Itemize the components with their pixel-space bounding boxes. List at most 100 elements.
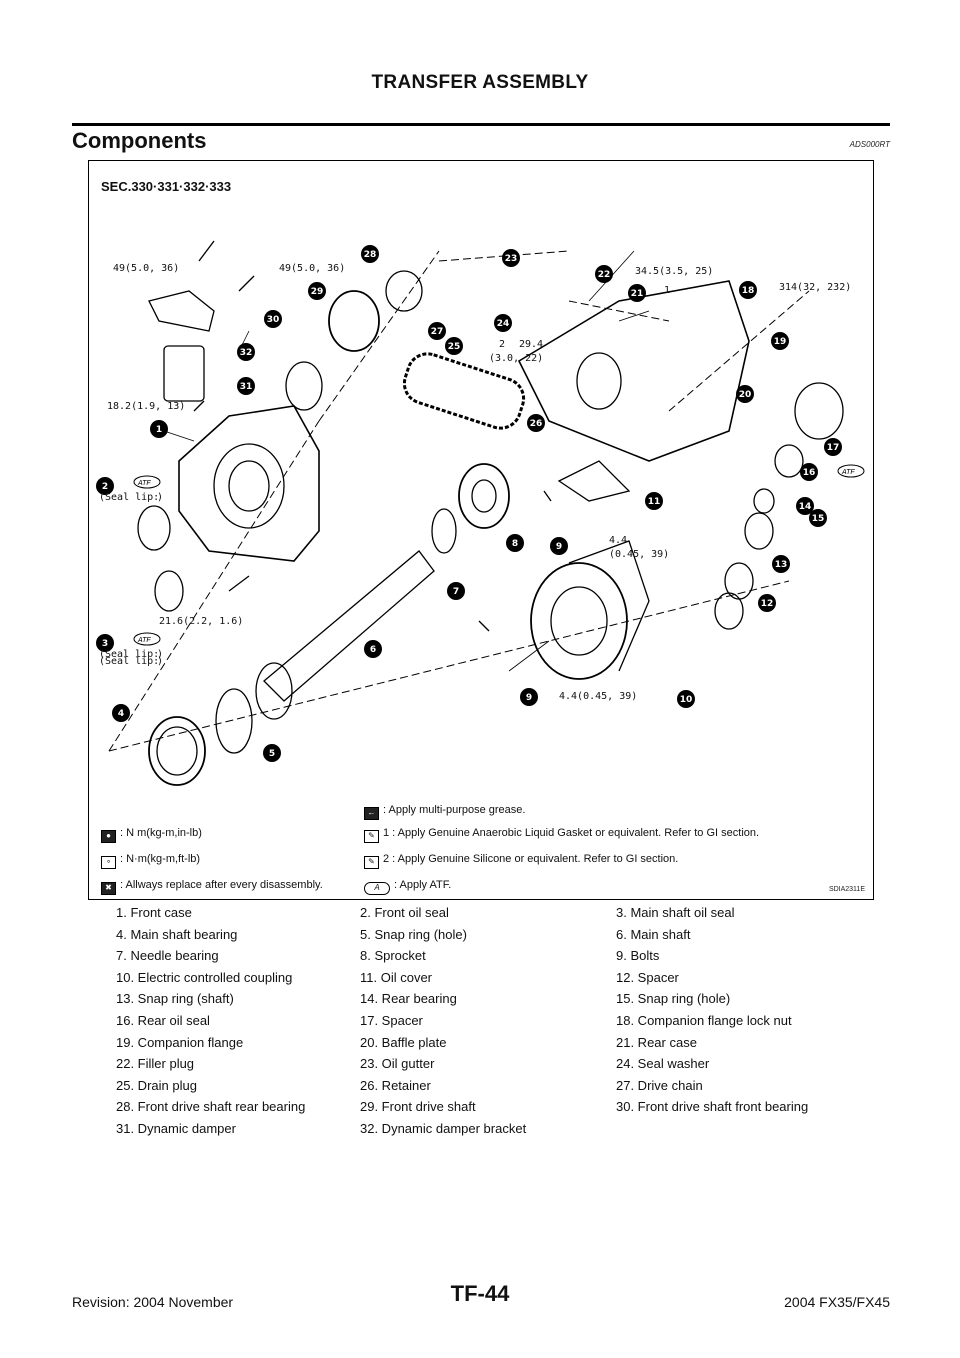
- part-list-item: 18. Companion flange lock nut: [616, 1013, 792, 1028]
- legend-nm-inlb: ●: N m(kg-m,in-lb): [101, 827, 202, 843]
- sec-label: SEC.330·331·332·333: [101, 179, 232, 194]
- part-list-item: 3. Main shaft oil seal: [616, 905, 735, 920]
- part-list-item: 23. Oil gutter: [360, 1056, 435, 1072]
- torque-label: (Seal lip:: [99, 492, 159, 503]
- gasket-icon: ✎: [364, 830, 379, 843]
- part-list-item: 9. Bolts: [616, 948, 660, 964]
- torque-label: (Seal lip:: [99, 649, 159, 660]
- atf-icon: A: [364, 882, 390, 895]
- part-list-item: 29. Front drive shaft: [360, 1099, 476, 1115]
- part-list-item: 24. Seal washer: [616, 1056, 710, 1072]
- part-list-item: 7. Needle bearing: [116, 948, 219, 964]
- callout-25: 25: [448, 342, 461, 352]
- callout-19: 19: [774, 337, 787, 347]
- callout-10: 10: [680, 695, 693, 705]
- torque-label: 1: [664, 285, 670, 296]
- callout-4: 4: [118, 709, 124, 719]
- torque-label: 4.4(0.45, 39): [559, 691, 637, 702]
- part-list-item: 19. Companion flange: [116, 1034, 244, 1050]
- part-list-item: 30. Front drive shaft front bearing: [616, 1099, 809, 1115]
- callout-30: 30: [267, 315, 280, 325]
- rear-case-shape: [517, 280, 750, 462]
- legend-atf: A: Apply ATF.: [364, 879, 451, 895]
- callout-17: 17: [827, 443, 840, 453]
- footer-model: 2004 FX35/FX45: [784, 1294, 890, 1310]
- callout-22: 22: [598, 270, 611, 280]
- part-list-item: 22. Filler plug: [116, 1056, 195, 1072]
- callout-11: 11: [648, 497, 661, 507]
- torque-label: 49(5.0, 36): [113, 263, 179, 274]
- part-list-item: 25. Drain plug: [116, 1077, 197, 1093]
- page-header: TRANSFER ASSEMBLY: [371, 72, 589, 93]
- part-list-item: 10. Electric controlled coupling: [116, 969, 293, 985]
- callout-12: 12: [761, 599, 774, 609]
- part-list-item: 16. Rear oil seal: [116, 1013, 210, 1028]
- front-case-shape: [178, 405, 320, 562]
- torque-label: 29.4: [519, 339, 543, 350]
- dynamic-damper-shape: [163, 345, 205, 402]
- torque-label: 21.6(2.2, 1.6): [159, 616, 243, 627]
- part-list-item: 8. Sprocket: [360, 948, 426, 964]
- section-title: Components: [72, 128, 207, 153]
- part-list-item: 15. Snap ring (hole): [616, 991, 731, 1007]
- torque-label: ): [157, 492, 163, 503]
- part-list-item: 14. Rear bearing: [360, 991, 457, 1007]
- part-list-item: 6. Main shaft: [616, 926, 691, 942]
- atf-label-2: ATF: [137, 637, 151, 644]
- part-list-item: 13. Snap ring (shaft): [116, 991, 234, 1007]
- part-list-item: 11. Oil cover: [360, 969, 433, 985]
- torque-label: 314(32, 232): [779, 282, 851, 293]
- callout-7: 7: [453, 587, 459, 597]
- legend-replace: ✖: Allways replace after every disassemb…: [101, 879, 323, 895]
- callout-5: 5: [269, 749, 275, 759]
- atf-label-1: ATF: [137, 480, 151, 487]
- callout-28: 28: [364, 250, 377, 260]
- part-list-item: 4. Main shaft bearing: [116, 926, 238, 942]
- callout-18: 18: [742, 286, 755, 296]
- exploded-diagram: 1234567891011121314151617181920212223242…: [96, 240, 865, 786]
- torque-label: 49(5.0, 36): [279, 263, 345, 274]
- part-list-item: 31. Dynamic damper: [116, 1121, 236, 1136]
- callout-32: 32: [240, 348, 253, 358]
- callout-29: 29: [311, 287, 324, 297]
- torque-wrench-icon: ●: [101, 830, 116, 843]
- part-list-item: 17. Spacer: [360, 1013, 423, 1028]
- callout-23: 23: [505, 254, 518, 264]
- replace-icon: ✖: [101, 882, 116, 895]
- coupling-shape: [530, 562, 628, 680]
- main-shaft-shape: [263, 550, 435, 702]
- section-code: ADS000RT: [849, 140, 890, 149]
- part-list-item: 2. Front oil seal: [360, 905, 449, 920]
- legend-nm-ftlb: ∘: N·m(kg-m,ft-lb): [101, 853, 200, 869]
- callout-24: 24: [497, 319, 510, 329]
- part-list-item: 1. Front case: [116, 905, 192, 920]
- torque-label: (0.45, 39): [609, 549, 669, 560]
- callout-9: 9: [556, 542, 562, 552]
- torque-label: ): [157, 649, 163, 660]
- exploded-view-figure: SEC.330·331·332·333: [88, 160, 874, 900]
- callout-31: 31: [240, 382, 253, 392]
- figure-code: SDIA2311E: [828, 886, 865, 893]
- part-list-item: 21. Rear case: [616, 1034, 697, 1050]
- part-list-item: 32. Dynamic damper bracket: [360, 1121, 527, 1136]
- callout-21: 21: [631, 289, 644, 299]
- part-list-item: 12. Spacer: [616, 969, 679, 985]
- callout-13: 13: [775, 560, 788, 570]
- torque-label: (Seal lip:: [99, 656, 159, 667]
- callout-15: 15: [812, 514, 825, 524]
- callout-markers: [96, 245, 842, 762]
- torque-label: 34.5(3.5, 25): [635, 266, 713, 277]
- torque-label: 2: [499, 339, 505, 350]
- drive-chain-shape: [402, 352, 526, 430]
- callout-26: 26: [530, 419, 543, 429]
- callout-20: 20: [739, 390, 752, 400]
- callout-3: 3: [102, 639, 108, 649]
- atf-marks: [133, 464, 865, 646]
- callout-8: 8: [512, 539, 518, 549]
- callout-16: 16: [803, 468, 816, 478]
- legend-gasket2: ✎2 : Apply Genuine Silicone or equivalen…: [364, 853, 678, 869]
- callout-14: 14: [799, 502, 812, 512]
- footer-page-number: TF-44: [450, 1281, 510, 1306]
- part-list-item: 5. Snap ring (hole): [360, 926, 467, 942]
